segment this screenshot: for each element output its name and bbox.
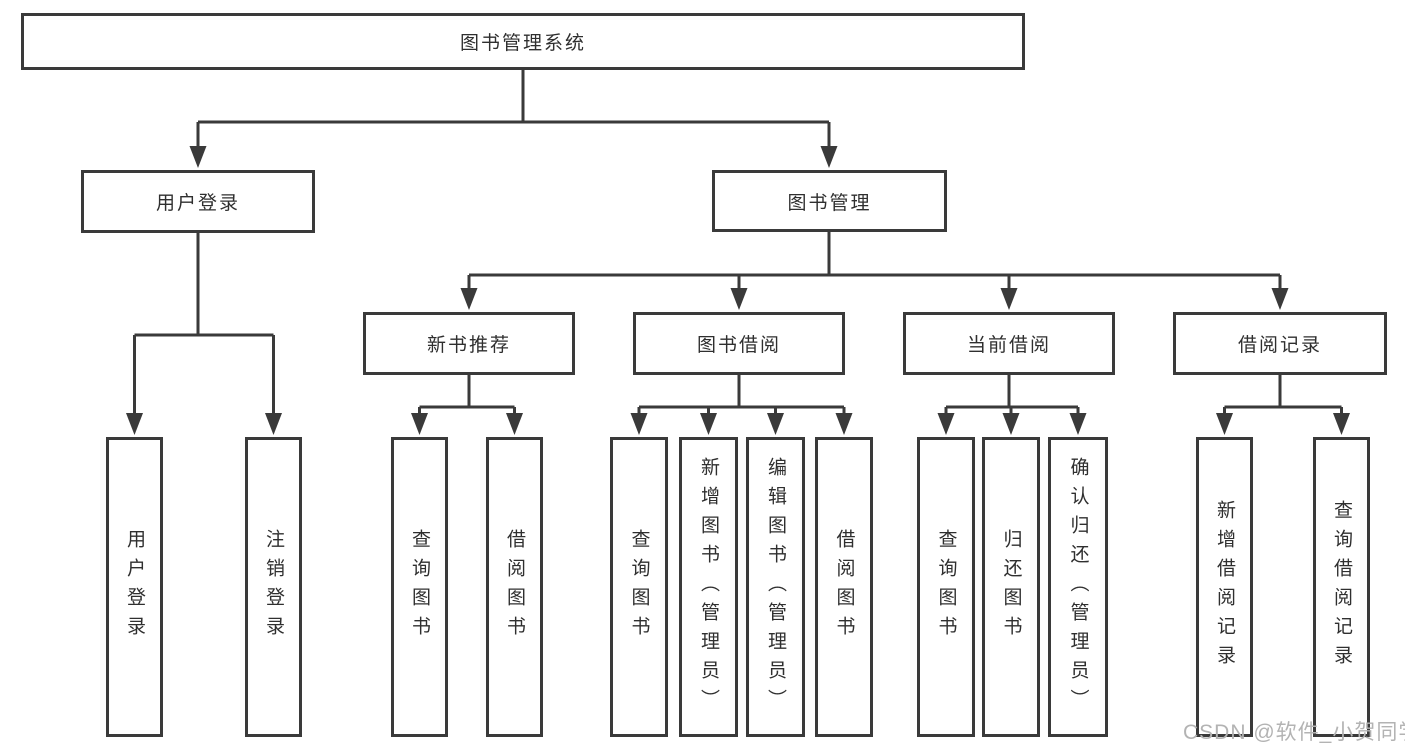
connector-new-book-to-leaves	[411, 375, 523, 435]
node-book-management: 图书管理	[712, 170, 947, 232]
leaf-borrow-books: 借阅图书	[815, 437, 873, 737]
connector-borrow-records-to-leaves	[1216, 375, 1350, 435]
leaf-user-login: 用户登录	[106, 437, 163, 737]
node-book-borrow: 图书借阅	[633, 312, 845, 375]
leaf-query-books-current: 查询图书	[917, 437, 975, 737]
leaf-borrow-books-recommend: 借阅图书	[486, 437, 543, 737]
node-borrow-records: 借阅记录	[1173, 312, 1387, 375]
connector-current-borrow-to-leaves	[937, 375, 1087, 435]
node-library-system: 图书管理系统	[21, 13, 1025, 70]
leaf-query-books-recommend: 查询图书	[391, 437, 448, 737]
leaf-edit-book-admin: 编辑图书（管理员）	[746, 437, 805, 737]
connector-root-to-level2	[189, 70, 838, 168]
leaf-add-book-admin: 新增图书（管理员）	[679, 437, 738, 737]
leaf-query-books-borrow: 查询图书	[610, 437, 668, 737]
node-new-book-recommend: 新书推荐	[363, 312, 575, 375]
leaf-confirm-return-admin: 确认归还（管理员）	[1048, 437, 1108, 737]
leaf-logout: 注销登录	[245, 437, 302, 737]
connector-user-login-to-leaves	[126, 233, 282, 435]
connector-book-management-to-level3	[460, 232, 1289, 310]
node-current-borrow: 当前借阅	[903, 312, 1115, 375]
csdn-watermark: CSDN @软件_小贺同学	[1183, 721, 1405, 744]
leaf-return-book: 归还图书	[982, 437, 1040, 737]
leaf-add-borrow-record: 新增借阅记录	[1196, 437, 1253, 737]
node-user-login: 用户登录	[81, 170, 315, 233]
leaf-query-borrow-record: 查询借阅记录	[1313, 437, 1370, 737]
connector-book-borrow-to-leaves	[630, 375, 853, 435]
